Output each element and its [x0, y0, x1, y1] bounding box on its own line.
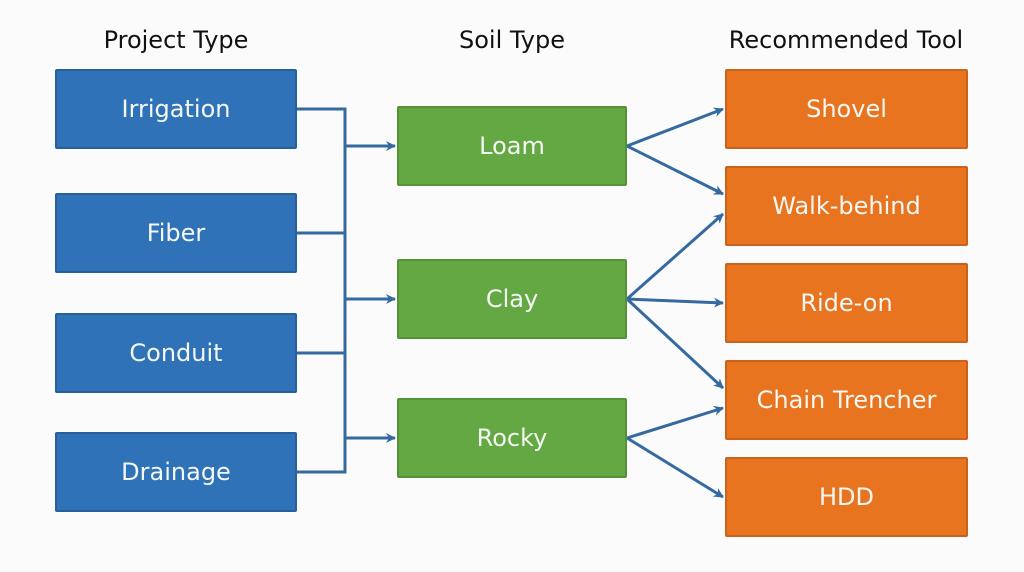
header-project-type: Project Type — [103, 26, 249, 54]
node-loam: Loam — [397, 106, 627, 186]
node-walk-behind: Walk-behind — [725, 166, 968, 246]
soil-to-tool-arrow — [626, 297, 724, 308]
node-drainage: Drainage — [55, 432, 297, 512]
soil-to-tool-arrow — [626, 436, 724, 499]
node-shovel: Shovel — [725, 69, 968, 149]
node-conduit: Conduit — [55, 313, 297, 393]
node-irrigation: Irrigation — [55, 69, 297, 149]
soil-to-tool-arrow — [626, 107, 724, 148]
node-ride-on: Ride-on — [725, 263, 968, 343]
header-recommended-tool: Recommended Tool — [728, 26, 964, 54]
soil-to-tool-arrow — [626, 212, 724, 301]
node-rocky: Rocky — [397, 398, 627, 478]
soil-to-tool-arrow — [626, 144, 724, 196]
node-fiber: Fiber — [55, 193, 297, 273]
node-hdd: HDD — [725, 457, 968, 537]
soil-to-tool-arrow — [625, 297, 725, 390]
header-soil-type: Soil Type — [458, 26, 565, 54]
soil-to-tool-arrow — [626, 405, 724, 440]
node-clay: Clay — [397, 259, 627, 339]
node-chain-trencher: Chain Trencher — [725, 360, 968, 440]
